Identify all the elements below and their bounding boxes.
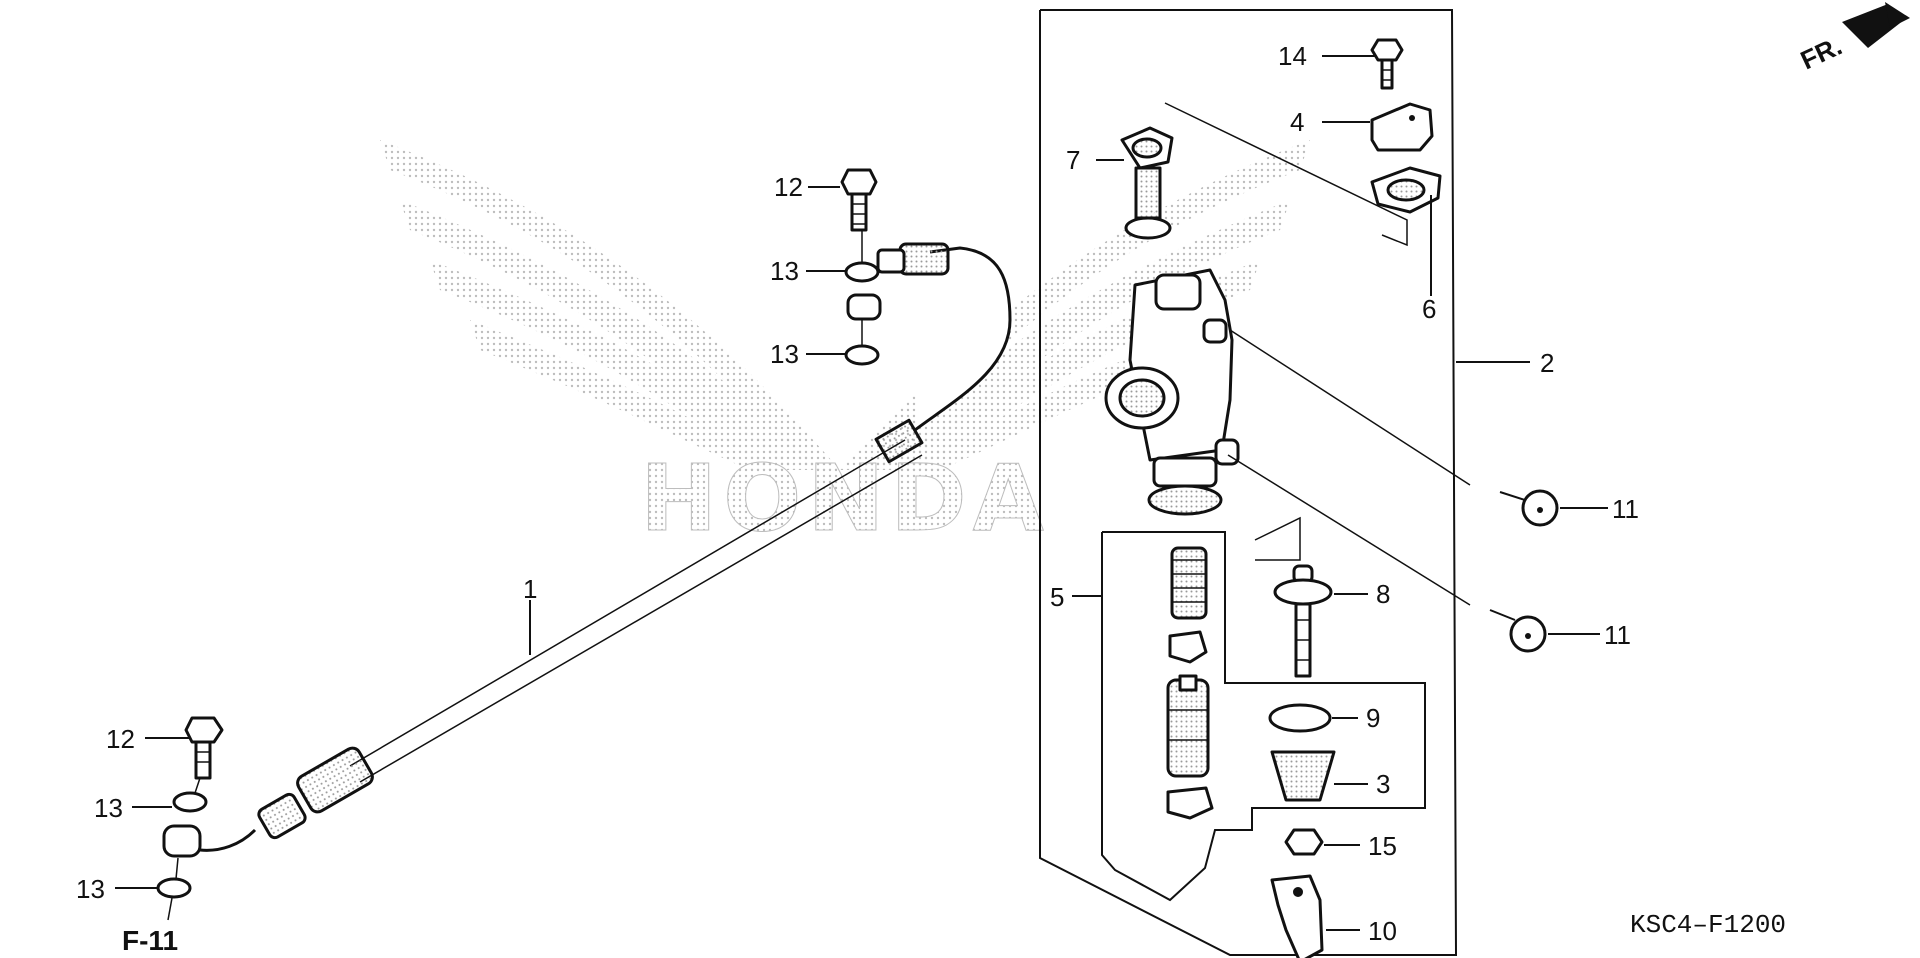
callout-5: 5 xyxy=(1050,582,1064,612)
callout-4: 4 xyxy=(1290,107,1304,137)
front-direction-label: FR. xyxy=(1796,31,1847,76)
brake-hose xyxy=(199,242,1012,852)
upper-washer-b xyxy=(844,344,880,366)
callout-13-c: 13 xyxy=(94,793,123,823)
callout-12-upper: 12 xyxy=(774,172,803,202)
reservoir-joint xyxy=(1120,126,1174,240)
lower-banjo-bolt xyxy=(184,716,224,780)
callout-9: 9 xyxy=(1366,703,1380,733)
front-direction-arrow-icon xyxy=(1842,2,1910,48)
callout-10: 10 xyxy=(1368,916,1397,946)
circlip xyxy=(1268,703,1332,733)
callout-1: 1 xyxy=(523,574,537,604)
callout-13-d: 13 xyxy=(76,874,105,904)
dust-boot xyxy=(1270,750,1336,802)
upper-banjo-fitting xyxy=(846,293,882,321)
piston xyxy=(1166,674,1210,778)
piston-set-outline xyxy=(1101,531,1426,902)
callout-3: 3 xyxy=(1376,769,1390,799)
upper-washer-a xyxy=(844,261,880,283)
callout-15: 15 xyxy=(1368,831,1397,861)
lock-nut xyxy=(1284,828,1324,856)
reservoir-cap xyxy=(1370,102,1434,152)
callout-14: 14 xyxy=(1278,41,1307,71)
callout-13-b: 13 xyxy=(770,339,799,369)
diagram-code: KSC4–F1200 xyxy=(1630,910,1786,940)
primary-cup xyxy=(1168,630,1208,664)
callout-2: 2 xyxy=(1540,348,1554,378)
pushrod-outline xyxy=(1254,516,1301,561)
callout-11-lower: 11 xyxy=(1604,620,1631,650)
push-rod xyxy=(1273,564,1333,678)
callout-8: 8 xyxy=(1376,579,1390,609)
callout-12-lower: 12 xyxy=(106,724,135,754)
honda-wing-watermark xyxy=(380,140,1310,470)
cap-outline xyxy=(1164,102,1408,247)
mounting-bolt-upper xyxy=(1499,489,1559,527)
lower-washer-a xyxy=(172,791,208,813)
reference-page-label: F-11 xyxy=(122,925,178,956)
leader-lines xyxy=(115,55,1608,931)
callout-13-a: 13 xyxy=(770,256,799,286)
clevis xyxy=(1270,874,1324,958)
lower-washer-b xyxy=(156,877,192,899)
callout-7: 7 xyxy=(1066,145,1080,175)
callout-6: 6 xyxy=(1422,294,1436,324)
honda-watermark-text: HONDA xyxy=(640,445,1050,552)
cap-bolt xyxy=(1370,38,1404,90)
assembly-bracket xyxy=(1039,9,1530,956)
secondary-cup xyxy=(1166,786,1214,820)
master-cylinder-body xyxy=(1104,268,1471,606)
upper-banjo-bolt xyxy=(840,168,878,232)
mounting-bolt-lower xyxy=(1489,609,1547,653)
lower-banjo-fitting xyxy=(162,824,202,858)
piston-spring xyxy=(1170,546,1208,620)
callout-11-upper: 11 xyxy=(1612,494,1639,524)
